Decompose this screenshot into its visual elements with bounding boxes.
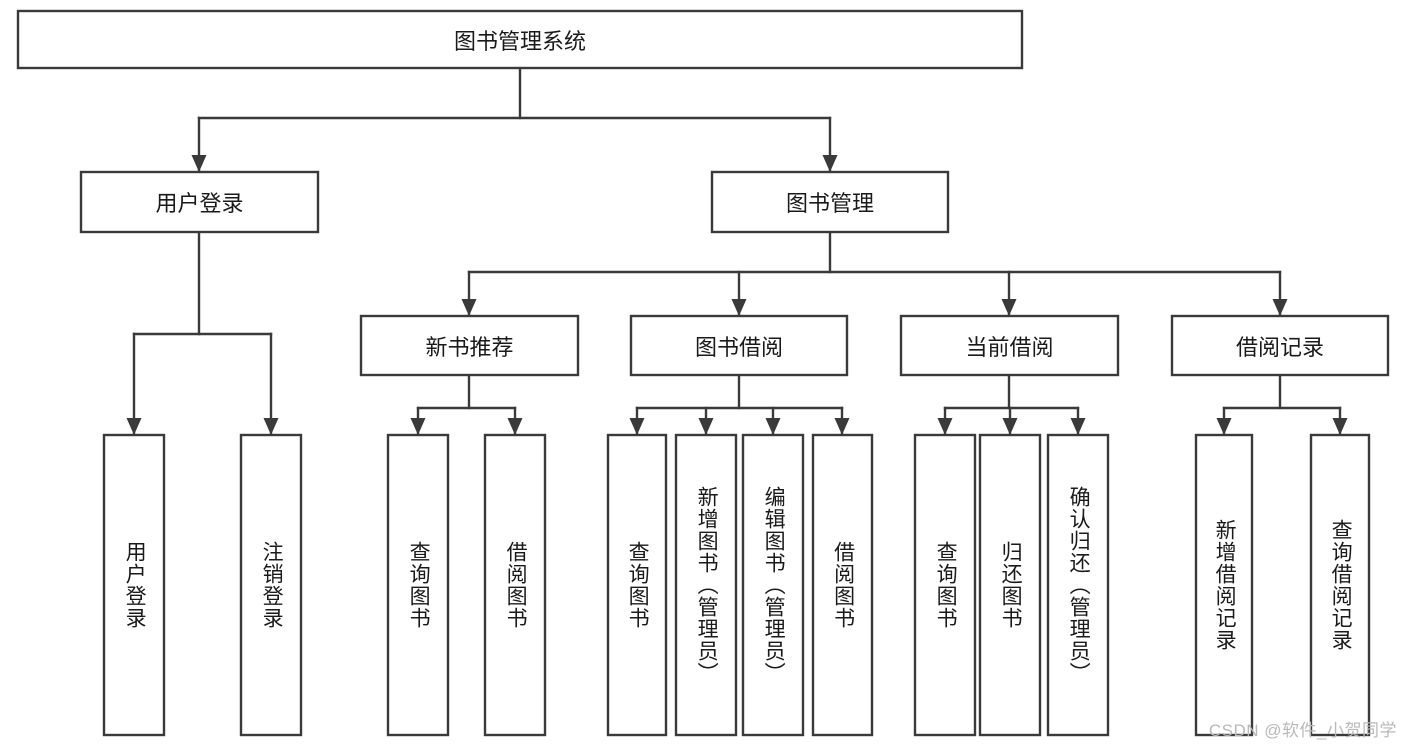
node-user-login[interactable] [79,170,320,234]
borrow-record-drop-arrow-0 [1216,418,1232,435]
book-management-drop-arrow-0 [461,299,477,316]
book-management-drop-arrow-3 [1272,299,1288,316]
node-leaf-user-logout[interactable] [239,433,303,737]
root-drop-arrow-0 [191,155,207,172]
boxes-layer [16,9,1390,737]
node-leaf-borrow-book-rec[interactable] [483,433,547,737]
user-login-drop-arrow-0 [126,418,142,435]
current-borrow-drop-arrow-2 [1070,418,1086,435]
root-drop-arrow-1 [822,155,838,172]
book-borrow-drop-arrow-3 [834,418,850,435]
book-borrow-drop-arrow-1 [698,418,714,435]
book-borrow-drop-arrow-0 [629,418,645,435]
node-leaf-query-borrow-record[interactable] [1309,433,1371,737]
node-new-book-recommend[interactable] [359,314,580,377]
node-leaf-query-book-current[interactable] [913,433,977,737]
node-current-borrow[interactable] [899,314,1120,377]
node-leaf-user-login[interactable] [102,433,166,737]
new-book-drop-arrow-1 [507,418,523,435]
borrow-record-drop-arrow-1 [1332,418,1348,435]
node-leaf-query-book-rec[interactable] [386,433,450,737]
node-leaf-return-book[interactable] [978,433,1042,737]
new-book-drop-arrow-0 [410,418,426,435]
node-leaf-query-book-borrow[interactable] [606,433,668,737]
watermark-text: CSDN @软件_小贺同学 [1208,721,1397,740]
book-borrow-drop-arrow-2 [765,418,781,435]
node-root-system[interactable] [16,9,1024,70]
node-leaf-add-book-admin[interactable] [674,433,738,737]
book-management-drop-arrow-2 [1001,299,1017,316]
connectors-layer [126,66,1348,437]
node-leaf-edit-book-admin[interactable] [741,433,805,737]
node-borrow-record[interactable] [1170,314,1390,377]
current-borrow-drop-arrow-0 [937,418,953,435]
current-borrow-drop-arrow-1 [1002,418,1018,435]
node-leaf-borrow-book[interactable] [811,433,874,737]
node-leaf-add-borrow-record[interactable] [1194,433,1254,737]
book-management-drop-arrow-1 [731,299,747,316]
node-book-management[interactable] [710,170,950,234]
user-login-drop-arrow-1 [263,418,279,435]
node-book-borrow[interactable] [629,314,849,377]
node-leaf-confirm-return-admin[interactable] [1046,433,1110,737]
